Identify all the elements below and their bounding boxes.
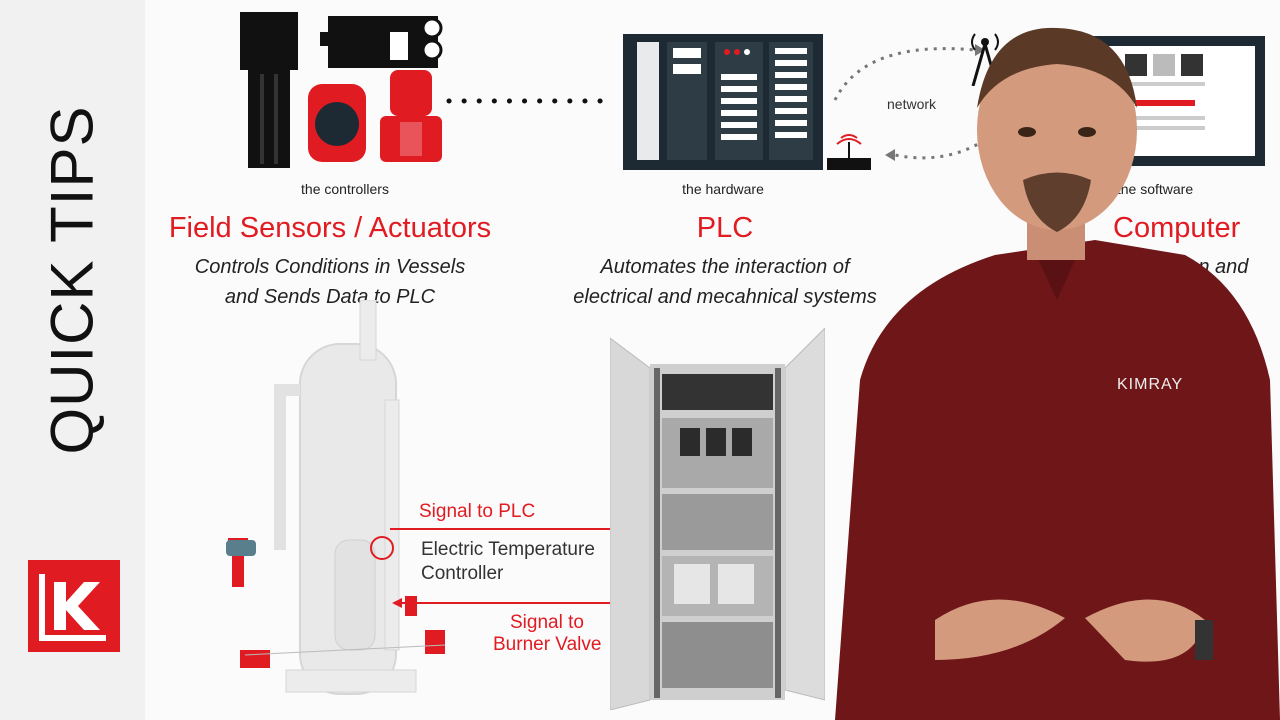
field-sensors-desc-line2: and Sends Data to PLC	[224, 286, 436, 308]
separator-vessel-illustration	[226, 300, 446, 695]
sidebar: QUICK TIPS	[0, 0, 145, 720]
plc-hardware-illustration	[623, 34, 823, 170]
plc-desc-line2: electrical and mecahnical systems	[573, 286, 877, 308]
router-icon	[827, 134, 871, 170]
shirt-kimray-logo: KIMRAY	[1117, 376, 1184, 393]
field-sensors-desc-line1: Controls Conditions in Vessels	[194, 256, 466, 278]
electric-temp-label-line1: Electric Temperature	[421, 539, 595, 560]
controllers-caption: the controllers	[301, 181, 389, 197]
plc-heading: PLC	[696, 212, 754, 244]
field-sensors-heading: Field Sensors / Actuators	[168, 212, 492, 244]
network-arcs	[833, 44, 986, 161]
signal-to-burner-line2: Burner Valve	[493, 634, 602, 655]
network-label: network	[887, 96, 937, 112]
presenter	[835, 27, 1280, 720]
dotted-connector	[446, 98, 614, 104]
controllers-illustration	[240, 12, 443, 168]
plc-cabinet-photo	[610, 328, 825, 710]
kimray-k-logo	[28, 560, 120, 652]
plc-desc-line1: Automates the interaction of	[600, 256, 850, 278]
hardware-caption: the hardware	[682, 181, 764, 197]
computer-heading: Computer	[1113, 212, 1241, 244]
software-caption: the software	[1116, 181, 1194, 197]
electric-temp-label-line2: Controller	[421, 563, 504, 584]
quick-tips-title: QUICK TIPS	[38, 105, 106, 455]
signal-to-plc-label: Signal to PLC	[419, 501, 536, 522]
video-frame: the controllers the hardware	[145, 0, 1280, 720]
signal-to-burner-line1: Signal to	[510, 612, 584, 633]
